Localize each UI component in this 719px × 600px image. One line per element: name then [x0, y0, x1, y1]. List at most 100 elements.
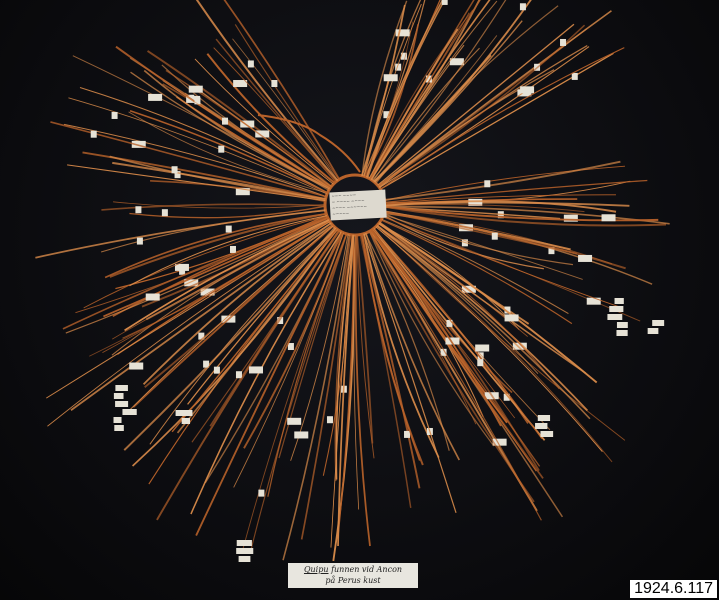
pendant-cord [381, 218, 569, 315]
pendant-cord [50, 121, 327, 198]
cord-tag [578, 254, 593, 262]
stacked-tag [236, 548, 254, 554]
cord-tag [395, 29, 410, 37]
pendant-cord [156, 230, 341, 521]
pendant-cord [384, 206, 666, 227]
pendant-cord [165, 69, 332, 188]
cord-tag [194, 97, 201, 105]
pendant-cord [371, 0, 498, 181]
pendant-cord [70, 222, 332, 411]
pendant-cord [368, 28, 459, 180]
cord-tag [287, 343, 294, 351]
stacked-tag [537, 415, 551, 421]
cord-tag [519, 3, 526, 11]
pendant-cord [383, 212, 574, 266]
cord-tag [503, 393, 510, 401]
pendant-cord [384, 205, 659, 222]
pendant-cord [375, 226, 603, 452]
pendant-cord [68, 97, 328, 195]
cord-tag [449, 58, 464, 66]
cord-tag [504, 306, 511, 314]
pendant-cord [129, 205, 326, 219]
pendant-cord [383, 212, 653, 285]
pendant-cord [363, 233, 440, 458]
cord-tag [136, 237, 143, 245]
pendant-cord [370, 0, 491, 181]
pendant-cord [146, 50, 332, 188]
cord-tag [548, 247, 555, 255]
pendant-cord [356, 234, 374, 444]
pendant-cord [384, 204, 585, 213]
pendant-cord [380, 47, 625, 190]
pendant-cord [380, 52, 614, 190]
pendant-cord [378, 222, 598, 384]
cord-tag [174, 171, 181, 179]
pendant-cord [384, 165, 626, 201]
cord-tag [213, 366, 220, 374]
pendant-cord [62, 216, 328, 330]
pendant-cord [366, 0, 446, 178]
cord-tag [145, 293, 160, 301]
pendant-cord [372, 228, 546, 441]
accession-number: 1924.6.117 [630, 580, 717, 598]
pendant-cord [368, 231, 477, 425]
pendant-cord [364, 232, 450, 451]
pendant-cord [143, 69, 331, 190]
pendant-cord [215, 38, 337, 183]
stacked-tag [607, 314, 623, 320]
stacked-tag [115, 385, 128, 391]
stacked-tag [238, 556, 251, 562]
pendant-cord [363, 3, 422, 177]
pendant-cord [145, 219, 330, 321]
pendant-cord [195, 231, 344, 536]
pendant-cord [384, 160, 621, 201]
cord-tag [477, 352, 484, 360]
pendant-cord [213, 47, 336, 183]
pendant-cord [376, 225, 560, 390]
pendant-cord [374, 20, 523, 183]
pendant-cord [376, 225, 591, 420]
stacked-tag [122, 409, 137, 415]
pendant-cord [363, 0, 426, 177]
pendant-cord [72, 55, 330, 191]
pendant-cord [233, 232, 345, 488]
cord-tag [287, 417, 302, 425]
pendant-cord [337, 234, 355, 538]
pendant-cord [249, 233, 348, 554]
pendant-cord [65, 217, 329, 334]
cord-tag [571, 72, 578, 80]
stacked-tag [181, 418, 191, 424]
pendant-cord [369, 0, 481, 180]
pendant-cord [206, 53, 336, 184]
stacked-tag [540, 431, 554, 437]
cord-tag [148, 93, 163, 101]
cord-tag [233, 80, 248, 88]
pendant-cord [149, 227, 337, 445]
pendant-cord [378, 223, 520, 330]
cord-tag [425, 75, 432, 83]
pendant-cord [104, 212, 327, 279]
cord-tag [440, 348, 447, 356]
cord-tag [229, 245, 236, 253]
cord-tag [225, 225, 232, 233]
stacked-tag [614, 298, 624, 304]
pendant-cord [176, 228, 338, 434]
pendant-cord [382, 215, 620, 308]
cord-tag [255, 130, 270, 138]
pendant-cord [128, 111, 328, 194]
cord-tag [179, 267, 186, 275]
pendant-cord [376, 224, 589, 412]
cord-tag [200, 288, 215, 296]
pendant-cord [361, 4, 406, 177]
pendant-cord [383, 211, 626, 270]
pendant-cord [103, 216, 329, 318]
pendant-cord [378, 222, 587, 374]
pendant-cord [356, 234, 375, 459]
cord-tag [131, 140, 146, 148]
pendant-cord [132, 225, 334, 408]
stacked-tag [113, 417, 122, 423]
cord-tag [198, 332, 205, 340]
pendant-cord [129, 109, 328, 194]
pendant-cord [102, 220, 330, 353]
